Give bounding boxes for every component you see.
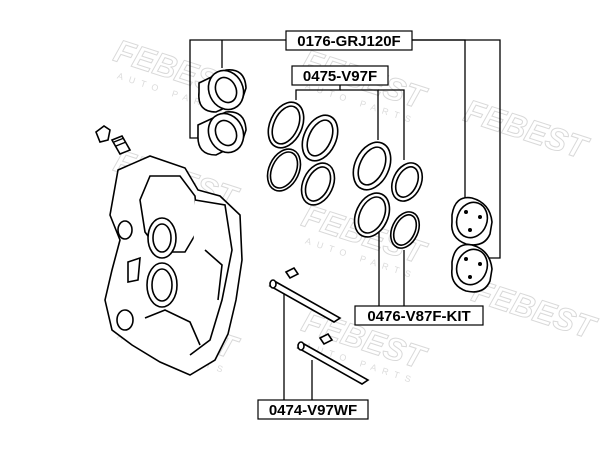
piston-top-left — [198, 69, 247, 113]
piston-bottom-right — [450, 243, 493, 293]
label-seal-kit: 0475-V97F — [291, 65, 389, 86]
leader-seal-right — [378, 89, 405, 160]
seal-rings-kit-2 — [352, 141, 424, 249]
label-piston: 0176-GRJ120F — [285, 30, 413, 51]
caliper-body — [104, 155, 243, 376]
label-repair-kit-text: 0476-V87F-KIT — [367, 308, 470, 325]
label-pin-text: 0474-V97WF — [269, 402, 357, 419]
piston-top-right — [450, 196, 493, 246]
leader-seal-left — [295, 83, 341, 100]
label-seal-kit-text: 0475-V97F — [303, 68, 377, 85]
watermark-brand: FEBEST — [460, 92, 594, 166]
label-piston-text: 0176-GRJ120F — [297, 33, 400, 50]
leader-piston-left — [189, 39, 286, 139]
piston-bottom-left — [197, 111, 247, 156]
guide-pin-2 — [296, 332, 370, 385]
bleeder-screw — [95, 125, 132, 156]
guide-pin-1 — [268, 266, 342, 323]
seal-rings-kit-1 — [266, 101, 339, 206]
label-pin: 0474-V97WF — [257, 399, 369, 420]
label-repair-kit: 0476-V87F-KIT — [354, 305, 484, 326]
